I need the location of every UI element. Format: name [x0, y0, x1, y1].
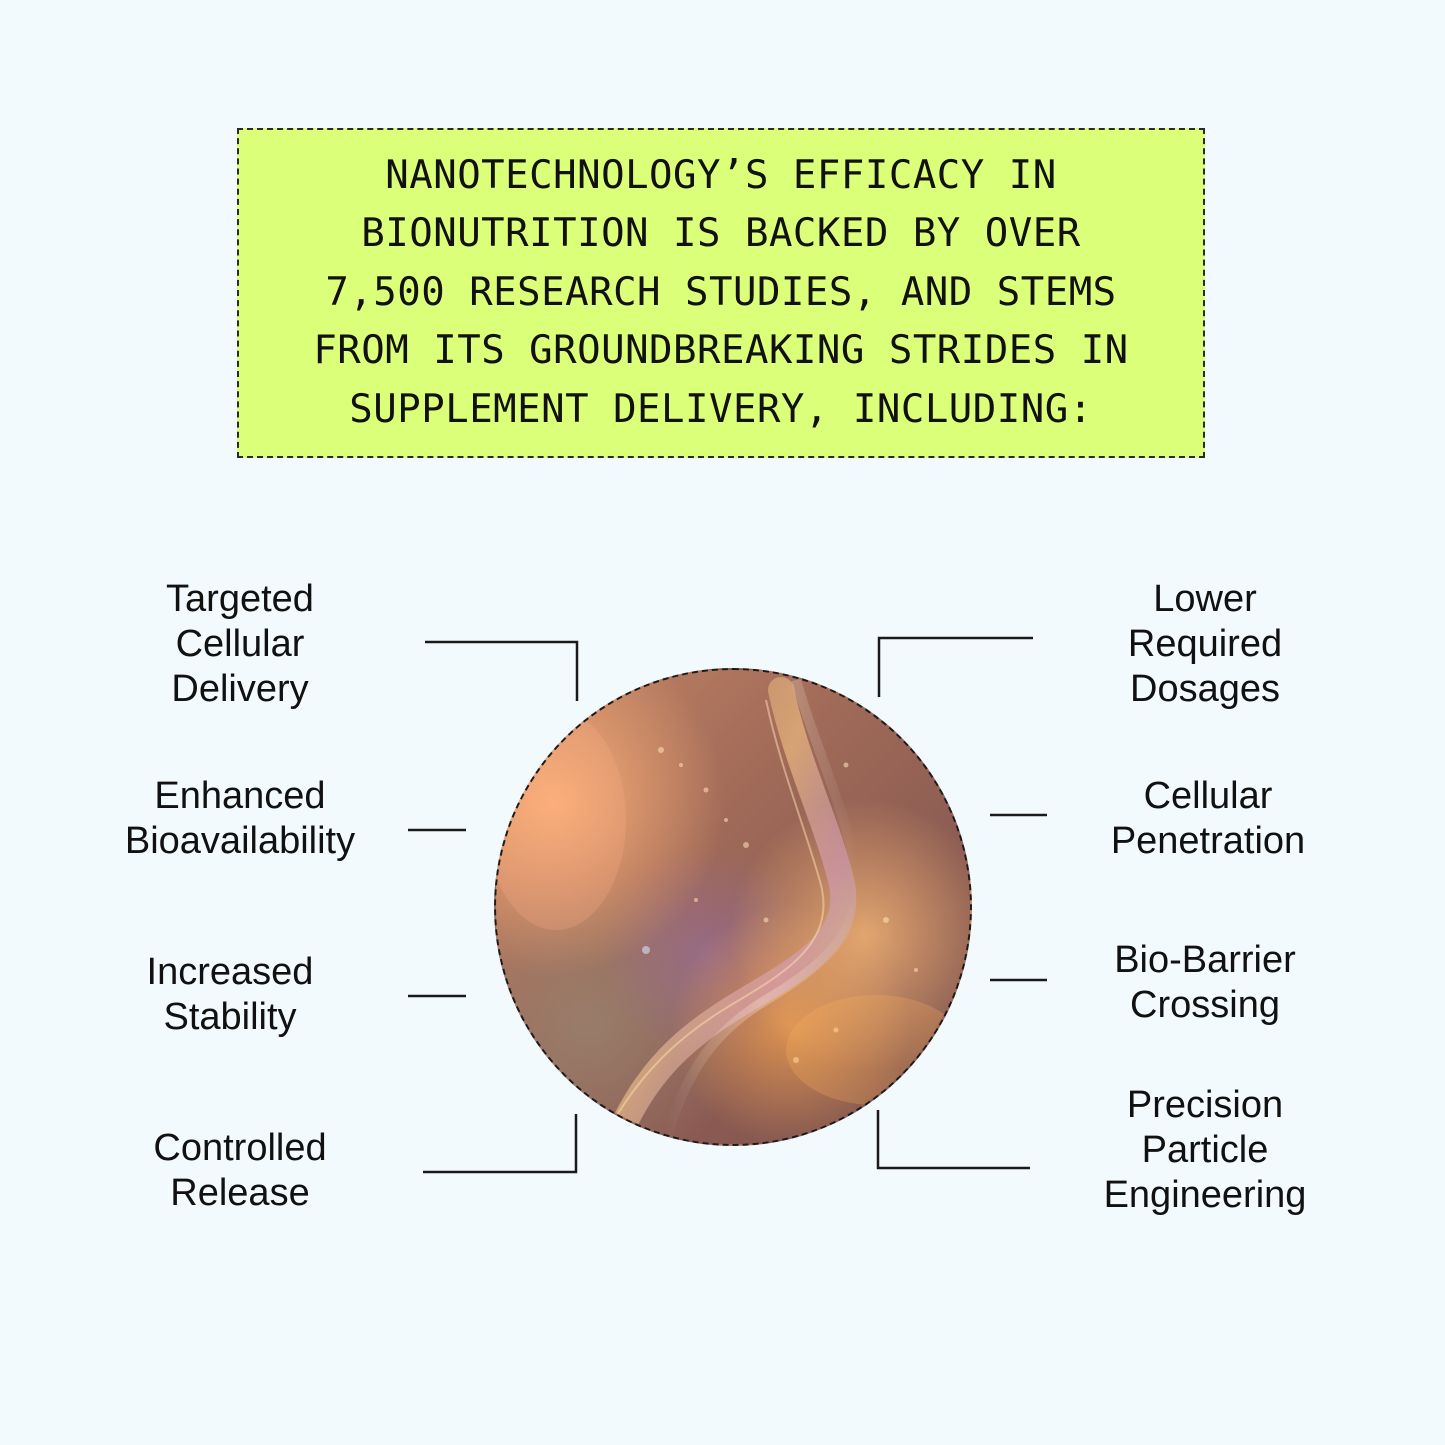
benefit-line: Required: [1127, 623, 1283, 665]
benefit-lower-required-dosages: Lower Required Dosages: [1055, 577, 1355, 712]
benefit-line: Increased: [146, 951, 314, 993]
benefit-line: Cellular: [1143, 775, 1273, 817]
orb-texture: [496, 677, 966, 1142]
benefit-line: Delivery: [171, 668, 309, 710]
headline-line: 7,500 RESEARCH STUDIES, AND STEMS: [325, 269, 1117, 315]
connector-targeted-cellular-delivery: [425, 640, 579, 701]
benefit-line: Stability: [163, 996, 297, 1038]
headline-line: FROM ITS GROUNDBREAKING STRIDES IN: [313, 328, 1129, 374]
benefit-line: Particle: [1141, 1129, 1269, 1171]
benefit-enhanced-bioavailability: Enhanced Bioavailability: [90, 774, 390, 864]
benefit-precision-particle-engineering: Precision Particle Engineering: [1055, 1083, 1355, 1218]
benefit-line: Dosages: [1130, 668, 1280, 710]
headline-box: NANOTECHNOLOGY’S EFFICACY IN BIONUTRITIO…: [237, 128, 1205, 458]
connector-precision-particle-engineering: [876, 1110, 1030, 1170]
benefit-line: Controlled: [153, 1127, 327, 1169]
benefit-line: Precision: [1126, 1084, 1284, 1126]
headline-line: BIONUTRITION IS BACKED BY OVER: [361, 211, 1081, 257]
benefit-line: Release: [170, 1172, 310, 1214]
connector-controlled-release: [423, 1114, 578, 1174]
headline-line: NANOTECHNOLOGY’S EFFICACY IN: [385, 152, 1057, 198]
benefit-line: Engineering: [1103, 1174, 1307, 1216]
benefit-line: Penetration: [1110, 820, 1306, 862]
nanotech-orb-image: [494, 668, 972, 1146]
benefit-controlled-release: Controlled Release: [90, 1126, 390, 1216]
benefit-bio-barrier-crossing: Bio-Barrier Crossing: [1055, 938, 1355, 1028]
benefit-line: Lower: [1153, 578, 1257, 620]
benefit-line: Enhanced: [154, 775, 326, 817]
benefit-cellular-penetration: Cellular Penetration: [1058, 774, 1358, 864]
benefit-line: Crossing: [1130, 984, 1280, 1026]
headline-line: SUPPLEMENT DELIVERY, INCLUDING:: [349, 386, 1093, 432]
benefit-line: Cellular: [175, 623, 305, 665]
benefit-line: Bio-Barrier: [1114, 939, 1296, 981]
benefit-line: Bioavailability: [124, 820, 356, 862]
connector-lower-required-dosages: [877, 636, 1033, 697]
benefit-increased-stability: Increased Stability: [80, 950, 380, 1040]
benefit-line: Targeted: [166, 578, 314, 620]
benefit-targeted-cellular-delivery: Targeted Cellular Delivery: [90, 577, 390, 712]
headline-text: NANOTECHNOLOGY’S EFFICACY IN BIONUTRITIO…: [293, 147, 1148, 440]
